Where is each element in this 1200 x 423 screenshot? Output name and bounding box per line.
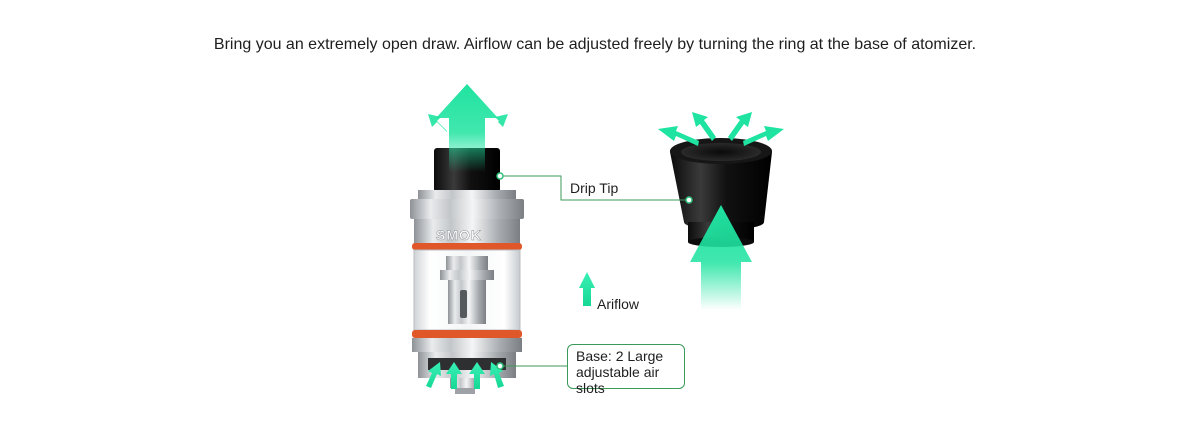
tank-outflow-arrow [436, 84, 498, 172]
airflow-legend-arrow [579, 272, 595, 306]
base-callout-box: Base: 2 Large adjustable air slots [567, 344, 685, 396]
airflow-label: Ariflow [597, 296, 640, 312]
tank-atomizer: SMOK [410, 84, 524, 394]
base-inflow-arrows [426, 362, 504, 389]
drip-tip-outflow-arrows [658, 112, 784, 146]
caption-text: Bring you an extremely open draw. Airflo… [213, 36, 977, 53]
callout-dot-drip-tip [685, 196, 693, 204]
seal-ring-bottom [412, 330, 522, 338]
callout-dot-tank-tip [496, 172, 504, 180]
callout-dot-base [496, 362, 504, 370]
smok-logo: SMOK [436, 227, 482, 243]
callout-lines [500, 175, 689, 367]
drip-tip-label: Drip Tip [570, 180, 619, 196]
drip-tip-inflow-arrow [690, 205, 752, 310]
base-label-line1: Base: 2 Large [576, 348, 664, 364]
seal-ring-top [412, 243, 522, 250]
base-label-line2: adjustable air slots [576, 364, 660, 396]
drip-tip-detail [658, 112, 784, 310]
